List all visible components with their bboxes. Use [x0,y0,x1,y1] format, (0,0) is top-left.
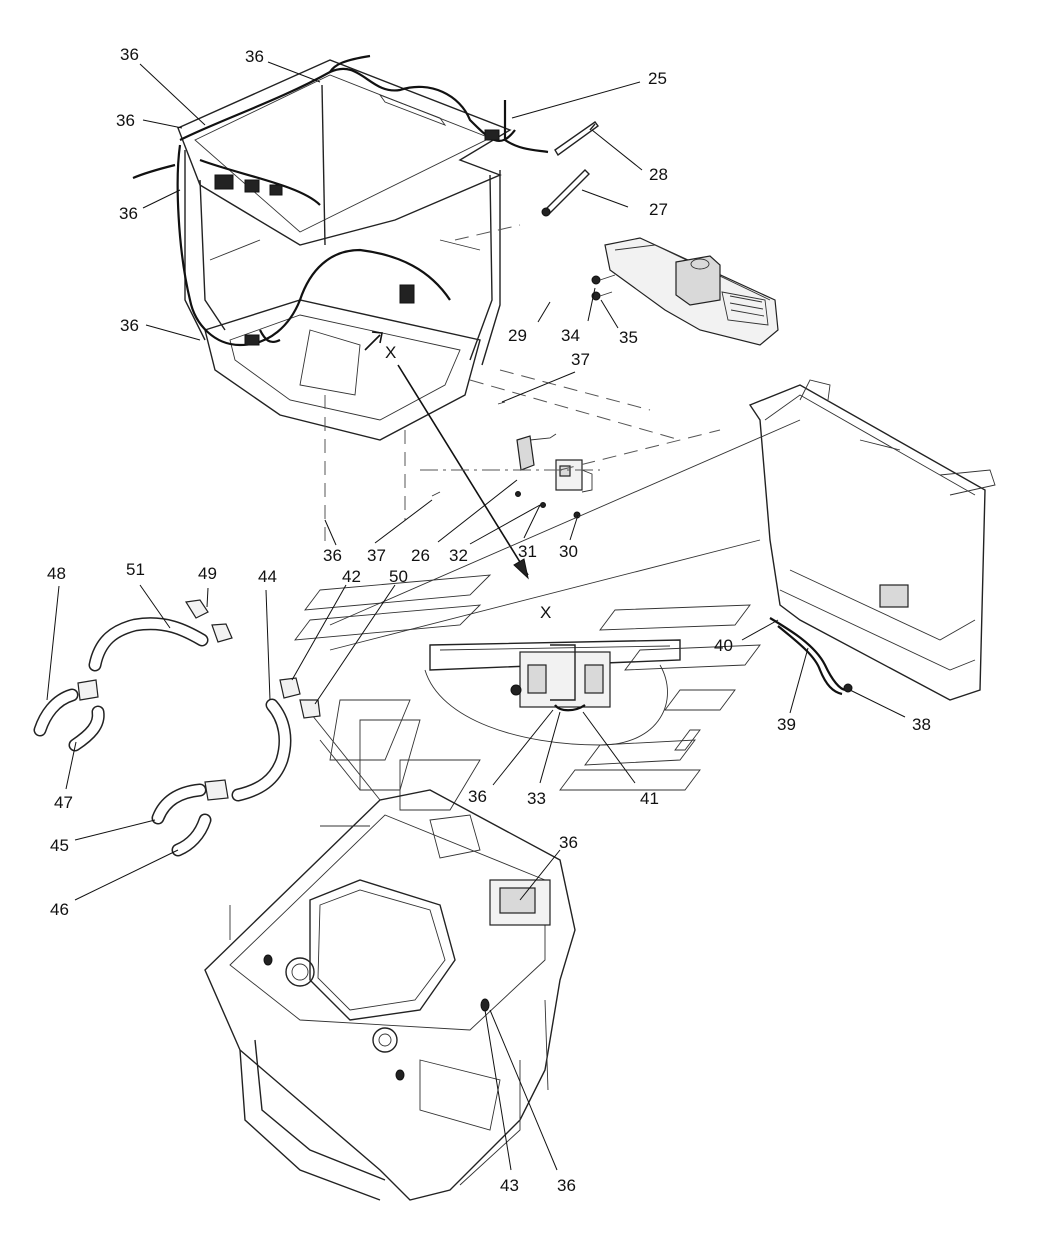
upper-cab-frame [132,54,549,441]
phantom-lines [294,224,801,811]
callout-label: 35 [619,328,638,347]
callout-label: 33 [527,789,546,808]
callout-label: 34 [561,326,580,345]
callout-label: 46 [50,900,69,919]
callout-label: 43 [500,1176,519,1195]
view-marker-detail: X [540,603,551,622]
callout-label: 25 [648,69,667,88]
callout-label: 36 [245,47,264,66]
callout-label: 45 [50,836,69,855]
lower-cab-frame [204,789,576,1201]
callout-label: 28 [649,165,668,184]
callout-label: 48 [47,564,66,583]
callout-label: 44 [258,567,277,586]
callout-label: 26 [411,546,430,565]
callout-label: 37 [571,350,590,369]
callout-label: 38 [912,715,931,734]
detail-module [424,639,681,746]
wiper-arms [541,121,599,217]
callout-label: 36 [468,787,487,806]
switch-connectors [431,401,593,519]
callout-label: 36 [120,45,139,64]
callout-label: 40 [714,636,733,655]
callout-label: 36 [559,833,578,852]
rear-frame-panel [748,379,996,701]
vent-housing [591,237,779,346]
callout-label: 32 [449,546,468,565]
leader-lines [46,61,906,1171]
callout-label: 27 [649,200,668,219]
callout-label: 49 [198,564,217,583]
callout-label: 37 [367,546,386,565]
callout-label: 50 [389,567,408,586]
callout-label: 31 [518,542,537,561]
callout-label: 36 [119,204,138,223]
callout-label: 29 [508,326,527,345]
callout-label: 41 [640,789,659,808]
callout-label: 51 [126,560,145,579]
callout-label: 39 [777,715,796,734]
callout-label: 42 [342,567,361,586]
callout-label: 47 [54,793,73,812]
coolant-hoses [33,599,321,857]
view-x-arrow: X X [385,343,551,622]
callout-labels: 36 36 36 36 36 25 28 27 29 34 35 37 36 3… [47,45,931,1195]
callout-label: 36 [557,1176,576,1195]
callout-label: 36 [120,316,139,335]
view-marker-top: X [385,343,396,362]
callout-label: 36 [323,546,342,565]
callout-label: 36 [116,111,135,130]
callout-label: 30 [559,542,578,561]
